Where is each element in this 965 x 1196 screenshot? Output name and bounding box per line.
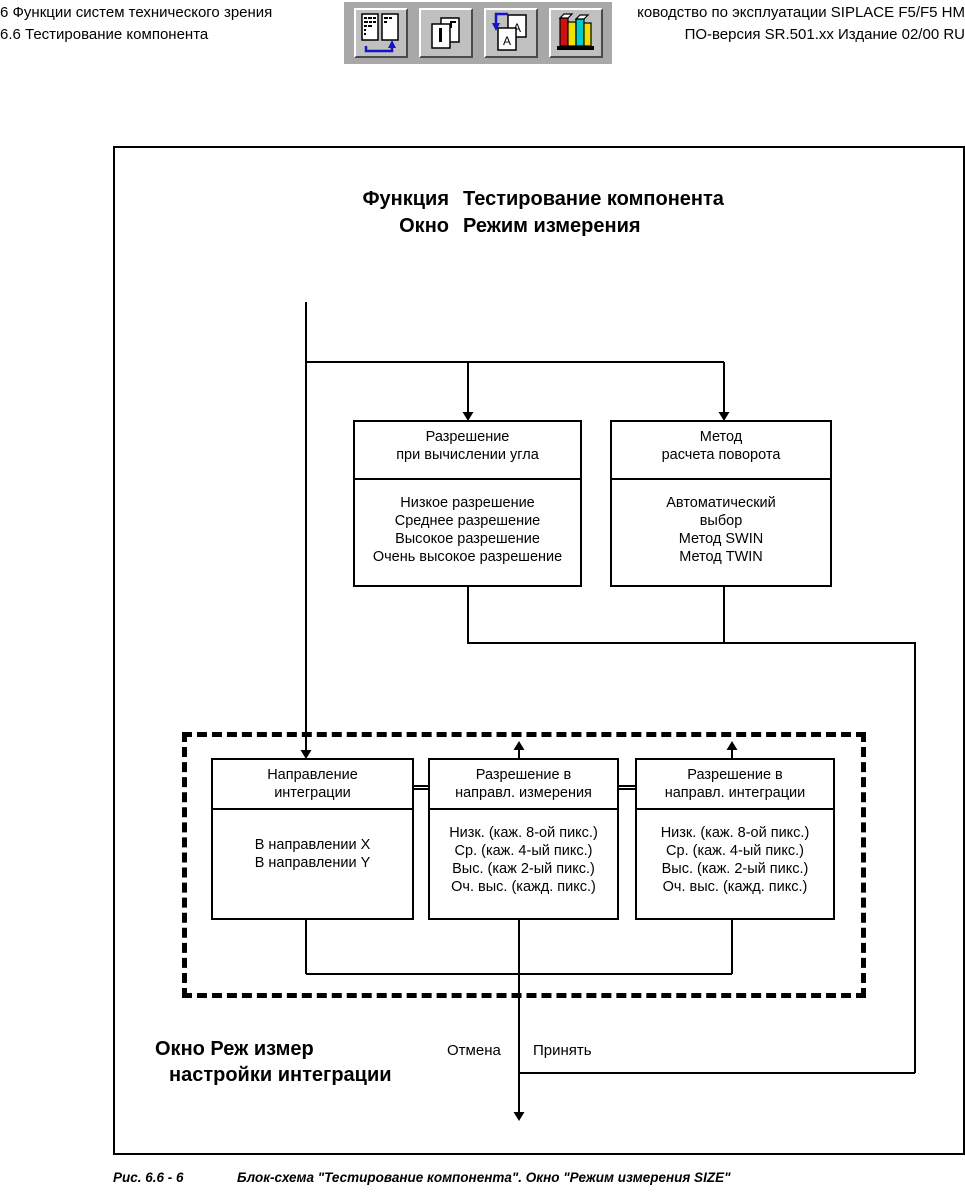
- figure-caption-text: Блок-схема "Тестирование компонента". Ок…: [237, 1170, 731, 1185]
- box-angle-resolution: Разрешение при вычислении угла Низкое ра…: [353, 420, 582, 587]
- option-item[interactable]: Низк. (каж. 8-ой пикс.): [660, 825, 810, 841]
- accept-button[interactable]: Принять: [533, 1042, 592, 1059]
- header-version-line: ПО-версия SR.501.xx Издание 02/00 RU: [684, 26, 965, 43]
- box-integration-resolution-options: Низк. (каж. 8-ой пикс.) Ср. (каж. 4-ый п…: [637, 810, 833, 900]
- box-rotation-method-options: Автоматический выбор Метод SWIN Метод TW…: [612, 480, 830, 570]
- box-rotation-method-header: Метод расчета поворота: [612, 422, 830, 480]
- box-integration-direction-options: В направлении X В направлении Y: [213, 810, 412, 876]
- option-item[interactable]: В направлении X: [254, 837, 371, 853]
- figure-caption: Рис. 6.6 - 6 Блок-схема "Тестирование ком…: [113, 1170, 965, 1185]
- header-section-title: 6.6 Тестирование компонента: [0, 26, 209, 43]
- box-integration-direction-header-line2: интеграции: [274, 785, 351, 801]
- svg-text:A: A: [512, 21, 520, 35]
- color-books-icon[interactable]: [548, 8, 603, 58]
- box-angle-resolution-options: Низкое разрешение Среднее разрешение Выс…: [355, 480, 580, 570]
- box-rotation-method: Метод расчета поворота Автоматический вы…: [610, 420, 832, 587]
- diagram-title-function-row: Функция Тестирование компонента: [315, 186, 875, 213]
- header-manual-title: ководство по эксплуатации SIPLACE F5/F5 …: [637, 4, 965, 21]
- header-left: 6 Функции систем технического зрения 6.6…: [0, 2, 330, 46]
- box-angle-resolution-header: Разрешение при вычислении угла: [355, 422, 580, 480]
- option-item[interactable]: Высокое разрешение: [395, 531, 540, 547]
- option-item[interactable]: Метод SWIN: [678, 531, 764, 547]
- header-chapter-title: 6 Функции систем технического зрения: [0, 4, 273, 21]
- box-angle-resolution-header-line2: при вычислении угла: [396, 447, 539, 463]
- header-right: ководство по эксплуатации SIPLACE F5/F5 …: [575, 2, 965, 46]
- option-item[interactable]: Низкое разрешение: [400, 495, 535, 511]
- diagram-title-window-row: Окно Режим измерения: [315, 213, 875, 240]
- diagram-title-function-key: Функция: [362, 188, 449, 210]
- box-angle-resolution-header-line1: Разрешение: [425, 429, 510, 445]
- option-item[interactable]: Автоматический: [666, 495, 776, 511]
- option-item[interactable]: Оч. выс. (кажд. пикс.): [451, 879, 596, 895]
- svg-text:A: A: [502, 34, 510, 48]
- option-item[interactable]: Оч. выс. (кажд. пикс.): [662, 879, 808, 895]
- box-integration-resolution-header: Разрешение в направл. интеграции: [637, 760, 833, 810]
- option-item[interactable]: выбор: [699, 513, 743, 529]
- copy-page-icon[interactable]: [418, 8, 473, 58]
- box-measurement-resolution: Разрешение в направл. измерения Низк. (к…: [428, 758, 619, 920]
- option-item[interactable]: Очень высокое разрешение: [372, 549, 563, 565]
- icon-toolbar: A A: [344, 2, 612, 64]
- option-item[interactable]: Метод TWIN: [679, 549, 763, 565]
- integration-settings-group: [182, 732, 866, 998]
- box-measurement-resolution-header-line2: направл. измерения: [455, 785, 592, 801]
- box-integration-resolution: Разрешение в направл. интеграции Низк. (…: [635, 758, 835, 920]
- box-integration-resolution-header-line2: направл. интеграции: [664, 785, 806, 801]
- box-measurement-resolution-header-line1: Разрешение в: [475, 767, 572, 783]
- diagram-title: Функция Тестирование компонента Окно Реж…: [315, 186, 875, 240]
- box-integration-direction: Направление интеграции В направлении X В…: [211, 758, 414, 920]
- diagram-title-window-value: Режим измерения: [463, 215, 641, 237]
- option-item[interactable]: Выс. (каж. 2-ый пикс.): [661, 861, 809, 877]
- option-item[interactable]: Низк. (каж. 8-ой пикс.): [449, 825, 598, 841]
- box-integration-direction-header-line1: Направление: [267, 767, 358, 783]
- box-rotation-method-header-line1: Метод: [699, 429, 743, 445]
- diagram-title-function-value: Тестирование компонента: [463, 188, 724, 210]
- connector-wires: [300, 302, 916, 1121]
- integration-window-label: Окно Реж измер настройки интеграции: [155, 1036, 392, 1088]
- integration-window-label-line2: настройки интеграции: [169, 1064, 392, 1086]
- page-layout-icon[interactable]: [353, 8, 408, 58]
- figure-caption-number: Рис. 6.6 - 6: [113, 1170, 184, 1185]
- box-measurement-resolution-header: Разрешение в направл. измерения: [430, 760, 617, 810]
- cancel-button[interactable]: Отмена: [447, 1042, 501, 1059]
- option-item[interactable]: Выс. (каж 2-ый пикс.): [452, 861, 595, 877]
- diagram-frame: Функция Тестирование компонента Окно Реж…: [113, 146, 965, 1155]
- integration-window-label-line1: Окно Реж измер: [155, 1038, 314, 1060]
- box-integration-direction-header: Направление интеграции: [213, 760, 412, 810]
- replace-page-icon[interactable]: A A: [483, 8, 538, 58]
- option-item[interactable]: В направлении Y: [254, 855, 371, 871]
- box-measurement-resolution-options: Низк. (каж. 8-ой пикс.) Ср. (каж. 4-ый п…: [430, 810, 617, 900]
- box-rotation-method-header-line2: расчета поворота: [661, 447, 781, 463]
- option-item[interactable]: Ср. (каж. 4-ый пикс.): [666, 843, 804, 859]
- box-integration-resolution-header-line1: Разрешение в: [687, 767, 783, 783]
- diagram-title-window-key: Окно: [399, 215, 449, 237]
- option-item[interactable]: Среднее разрешение: [394, 513, 541, 529]
- option-item[interactable]: Ср. (каж. 4-ый пикс.): [454, 843, 593, 859]
